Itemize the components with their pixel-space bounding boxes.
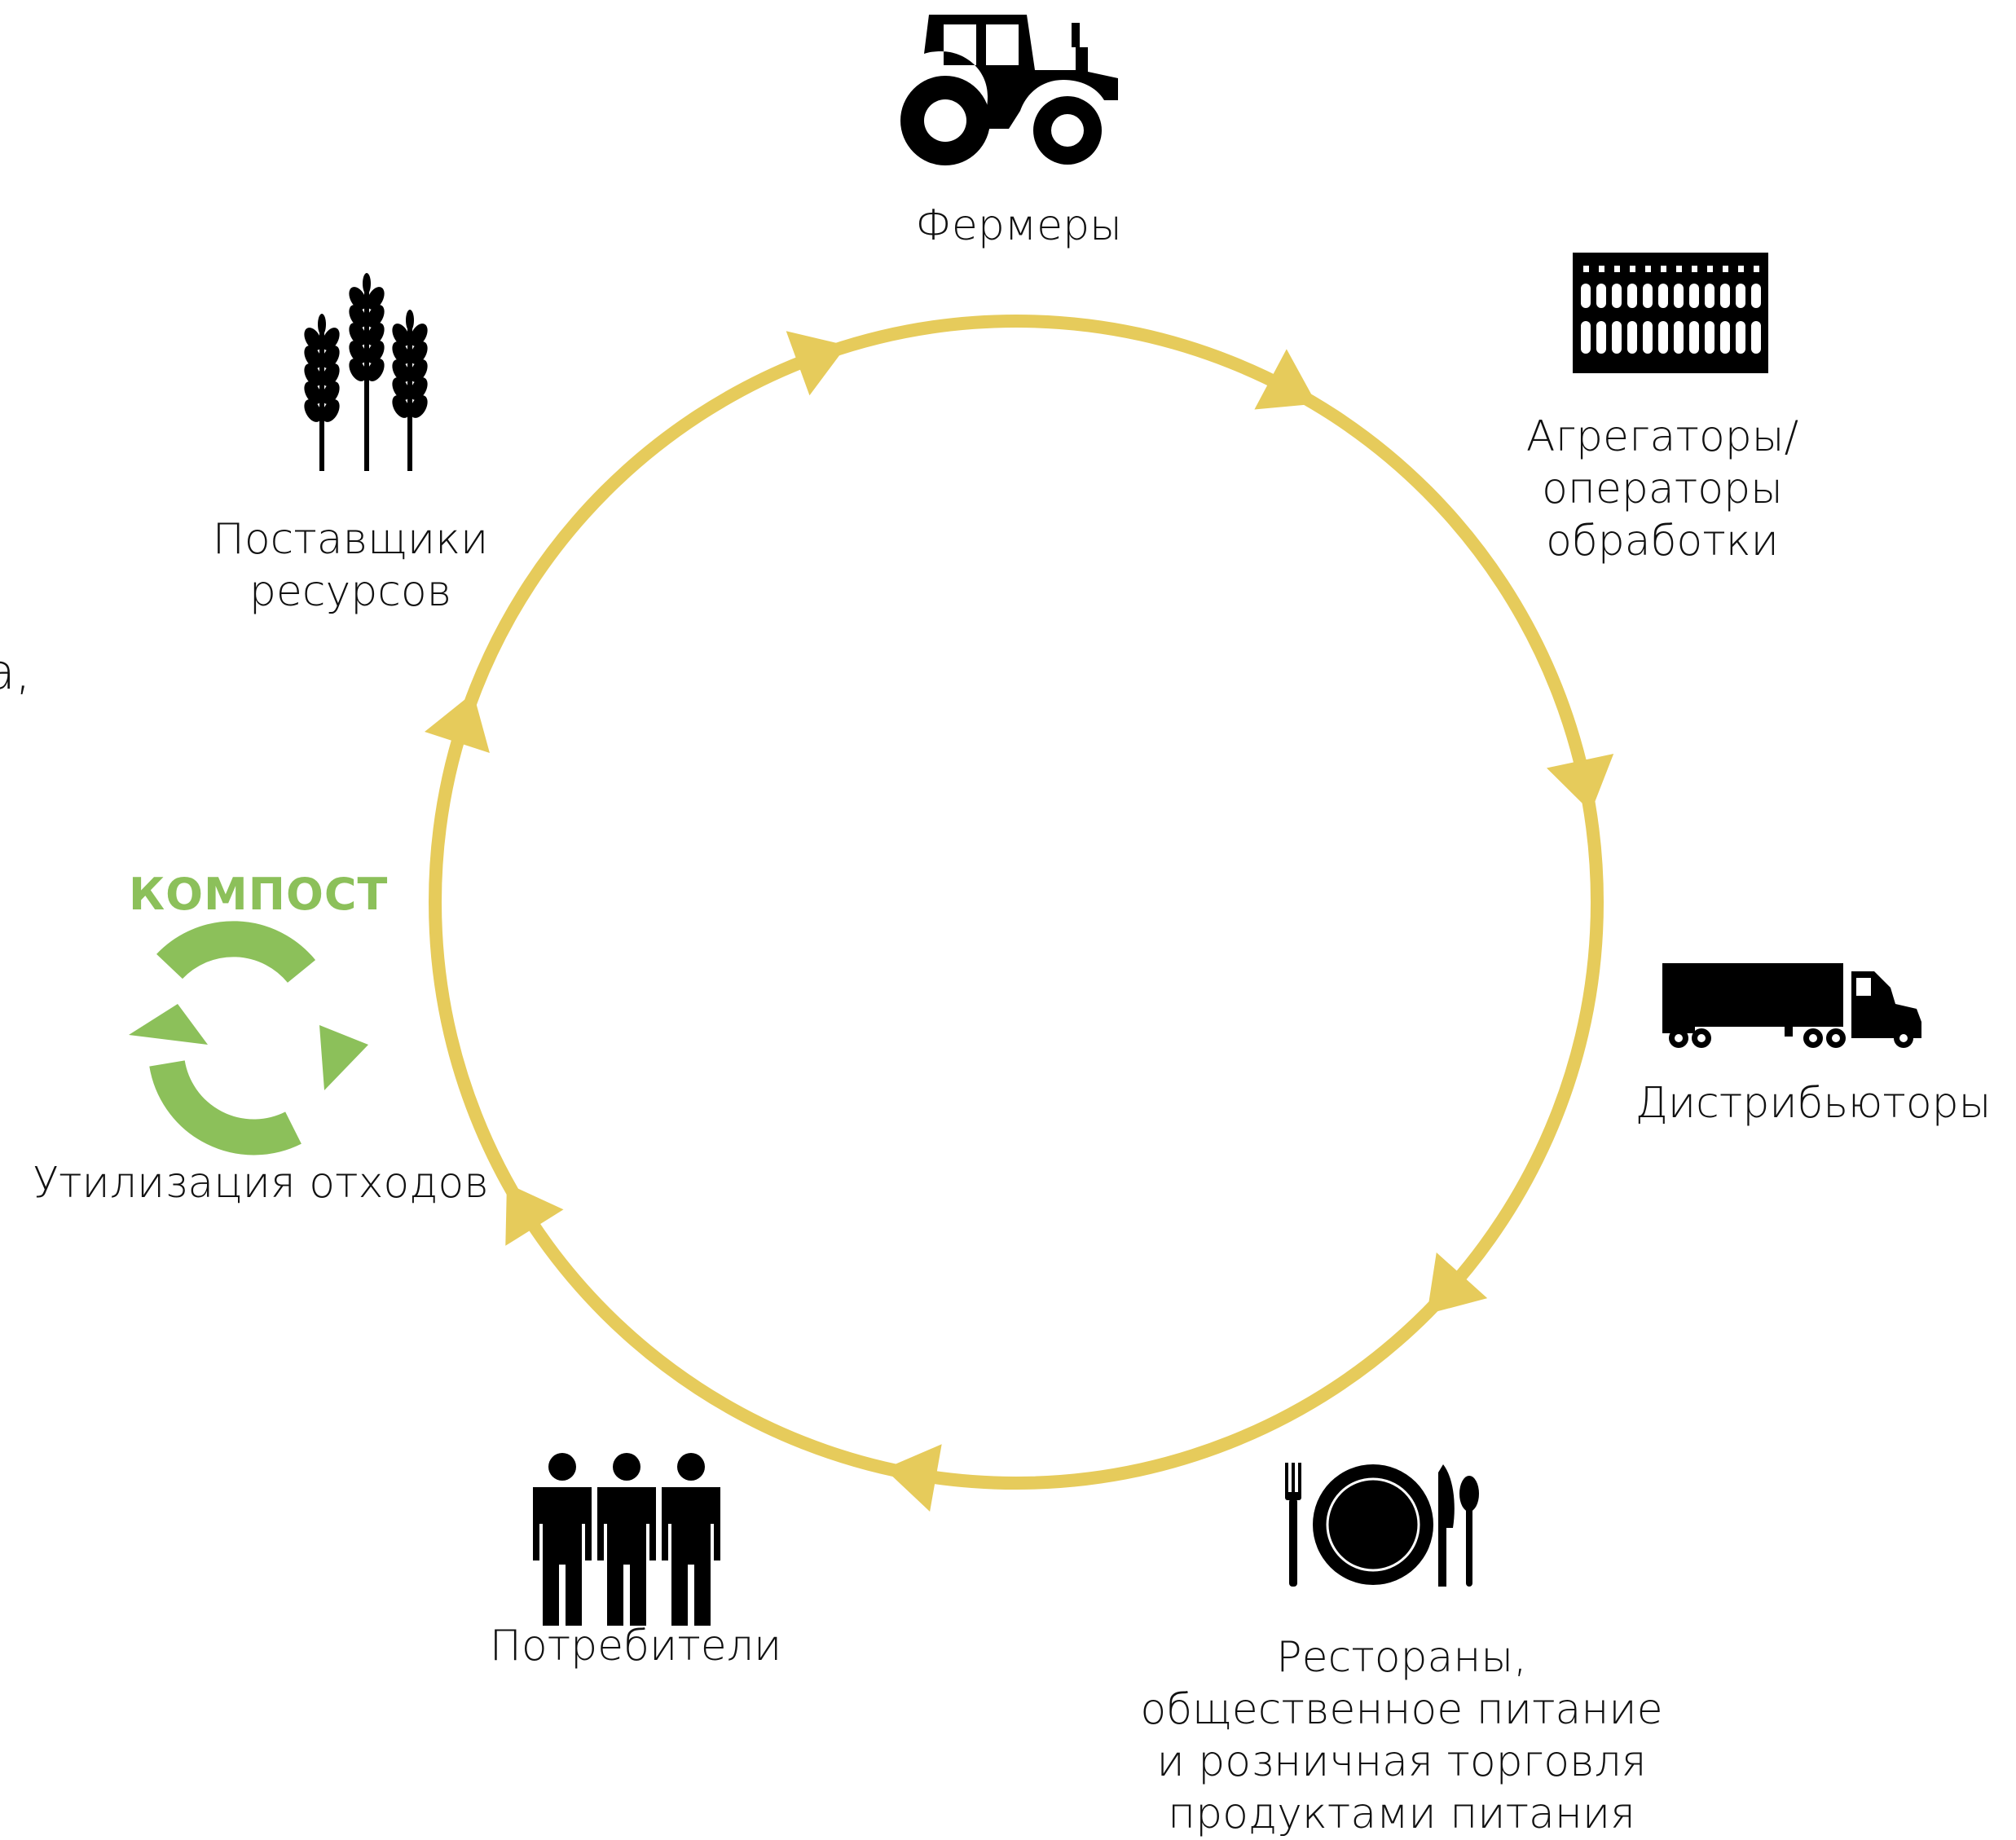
recycle-arrows-icon (129, 921, 368, 1156)
cycle-arrow (1427, 1252, 1488, 1314)
colosseum-building-icon (1573, 253, 1768, 373)
people-icon (533, 1453, 720, 1626)
cycle-arrow (884, 1444, 942, 1512)
compost-title: КОМПОСТ (129, 869, 389, 920)
cycle-arrow (505, 1183, 564, 1246)
cycle-arrow (425, 693, 490, 753)
cycle-ring (429, 315, 1604, 1490)
cycle-arrow (786, 331, 847, 396)
suppliers-label: Поставщики ресурсов (212, 515, 489, 616)
tractor-icon (900, 15, 1118, 165)
truck-icon (1662, 963, 1921, 1048)
cycle-arrows (425, 331, 1614, 1512)
waste-label: Утилизация отходов (33, 1159, 489, 1208)
cycle-arrow (1254, 349, 1317, 410)
farmers-label: Фермеры (915, 201, 1122, 250)
cycle-arrow (1547, 753, 1614, 812)
restaurants-label: Рестораны, общественное питание и рознич… (1140, 1633, 1663, 1838)
distributors-label: Дистрибьюторы (1635, 1079, 1992, 1128)
aggregators-label: Агрегаторы/ операторы обработки (1525, 412, 1799, 566)
plate-cutlery-icon (1285, 1463, 1479, 1587)
consumers-label: Потребители (489, 1622, 782, 1671)
wheat-icon (304, 273, 428, 471)
cropped-text-fragment: а, (0, 644, 31, 701)
